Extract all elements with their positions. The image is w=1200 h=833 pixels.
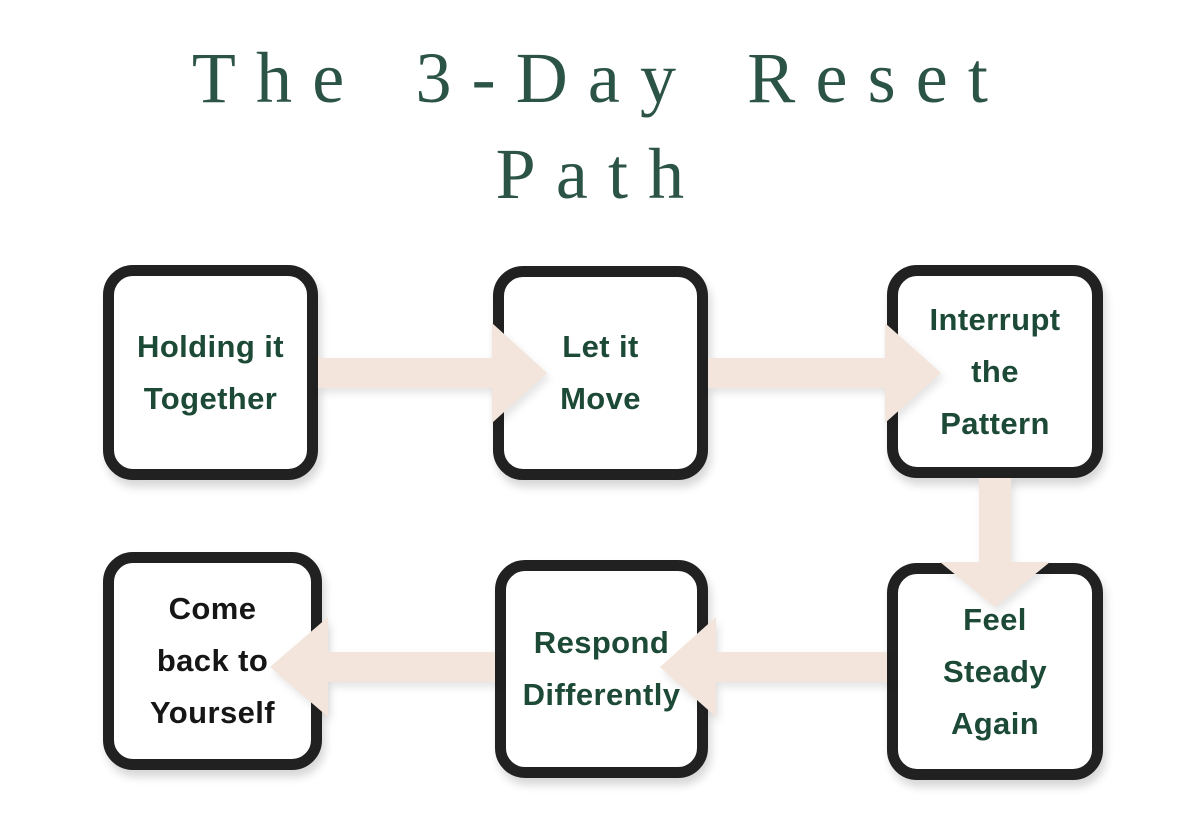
node-label-line: Move <box>560 381 641 416</box>
node-come-back-to-yourself: Come back to Yourself <box>103 552 322 770</box>
node-label-line: Respond <box>533 625 670 660</box>
connector-arrow-right-icon <box>708 323 941 423</box>
node-feel-steady-again: Feel Steady Again <box>887 563 1103 780</box>
node-label-line: Yourself <box>150 695 275 730</box>
node-label: Holding it Together <box>114 321 307 425</box>
node-label: Let it Move <box>504 321 697 425</box>
node-label-line: back to <box>156 643 269 678</box>
title-line-2: Path <box>495 134 705 214</box>
node-label-line: Differently <box>522 677 681 712</box>
node-label-line: the <box>971 353 1019 389</box>
connector-arrow-down-icon <box>940 478 1050 607</box>
node-holding-it-together: Holding it Together <box>103 265 318 480</box>
node-label: Respond Differently <box>506 617 697 721</box>
node-label-line: Feel <box>963 601 1027 637</box>
node-label-line: Come <box>168 591 257 626</box>
node-label-line: Interrupt <box>929 301 1061 337</box>
node-label-line: Let it <box>562 329 639 364</box>
node-label-line: Pattern <box>940 405 1050 441</box>
node-label: Come back to Yourself <box>114 583 311 739</box>
connector-arrow-right-icon <box>318 323 547 423</box>
title-line-1: The 3-Day Reset <box>191 38 1009 118</box>
connector-arrow-left-icon <box>270 617 495 717</box>
node-let-it-move: Let it Move <box>493 266 708 480</box>
node-label-line: Steady <box>942 653 1048 689</box>
node-respond-differently: Respond Differently <box>495 560 708 778</box>
node-label-line: Together <box>143 380 278 416</box>
connector-arrow-left-icon <box>660 617 887 717</box>
node-label: Feel Steady Again <box>898 594 1092 750</box>
diagram-title: The 3-Day Reset Path <box>0 30 1200 222</box>
node-label-line: Holding it <box>137 328 284 364</box>
node-label: Interrupt the Pattern <box>898 294 1092 450</box>
node-label-line: Again <box>950 705 1040 741</box>
node-interrupt-the-pattern: Interrupt the Pattern <box>887 265 1103 478</box>
